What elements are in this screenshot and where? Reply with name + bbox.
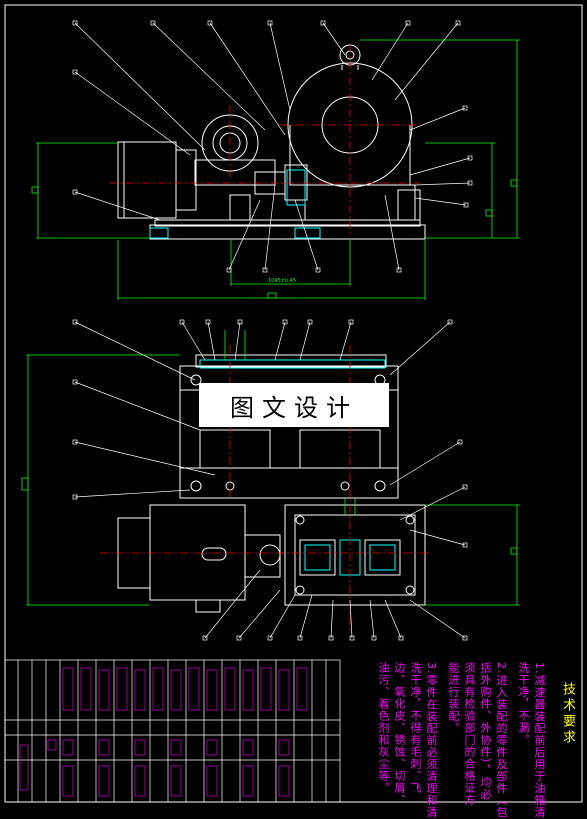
requirement-line: 能进行装配。: [447, 662, 460, 734]
plan-leader-tags: [72, 319, 468, 641]
front-elevation-view: [117, 44, 426, 240]
parts-list-entries: [19, 667, 308, 797]
parts-list: [4, 659, 341, 803]
requirement-line: 洗干净，不漏。: [517, 662, 530, 746]
requirement-line: 须具有检验部门的合格证方: [463, 662, 476, 806]
requirement-line: 洗干净，不得有毛刺、飞: [409, 662, 422, 794]
center-distance-dimension: 1045±0.45: [268, 278, 296, 284]
requirement-line: 1.减速器装配前后用于油箱清: [533, 662, 546, 819]
front-dimensions: [31, 39, 520, 300]
plan-leaders: [74, 321, 466, 639]
technical-requirements: 技术要求 1.减速器装配前后用于油箱清 洗干净，不漏。 2.进入装配的零件及部件…: [346, 662, 576, 819]
front-leader-tags: [72, 20, 473, 273]
requirement-line: 2.进入装配的零件及部件（包: [495, 662, 508, 819]
requirement-line: 边、氧化皮、锈蚀、切屑、: [393, 662, 406, 806]
front-leaders: [74, 22, 471, 271]
watermark: 图文设计: [199, 383, 389, 427]
requirement-line: 油污、着色剂和灰尘等。: [377, 662, 390, 794]
front-sections: [149, 169, 321, 239]
front-centerlines: [110, 45, 420, 235]
plan-centerlines: [100, 345, 430, 630]
requirement-line: 3.零件在装配前必须清理和清: [425, 662, 438, 819]
technical-requirements-title: 技术要求: [560, 682, 575, 746]
plan-dimensions: [21, 330, 520, 606]
requirement-line: 括外购件、外协件），均必: [479, 662, 492, 801]
